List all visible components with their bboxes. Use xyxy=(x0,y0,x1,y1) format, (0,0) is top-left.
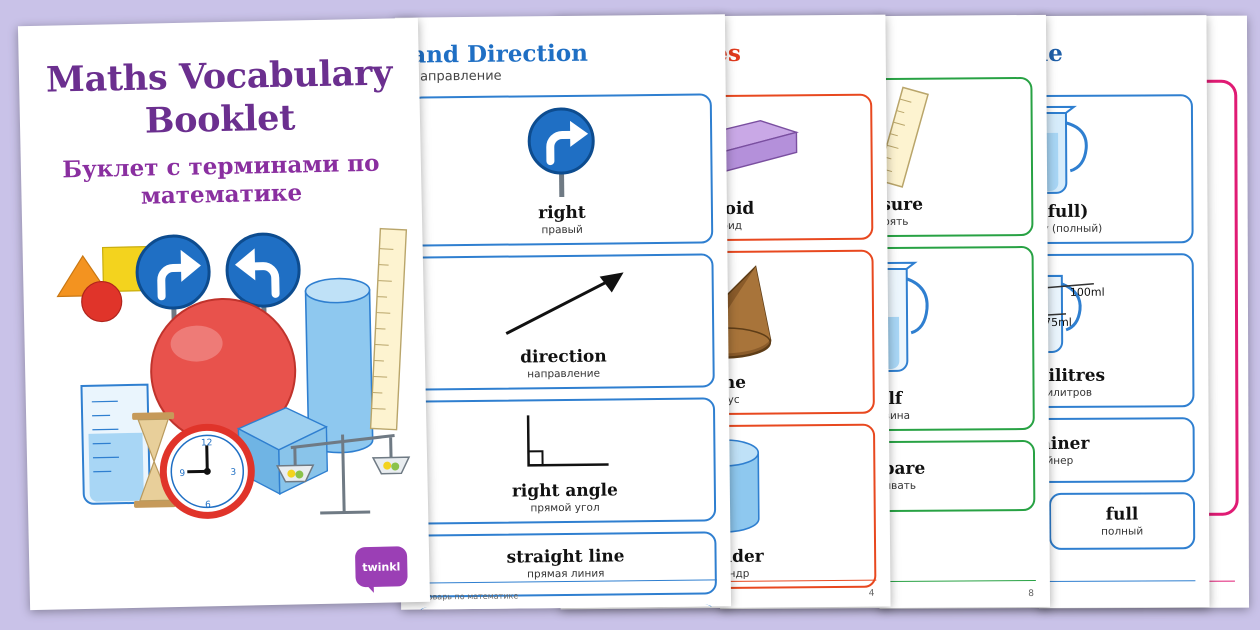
svg-text:12: 12 xyxy=(201,439,213,449)
cover-subtitle: Буклет с терминами по математике xyxy=(62,150,380,211)
arrow-diagonal-icon xyxy=(505,272,624,336)
term-card[interactable]: straight line прямая линия xyxy=(414,531,717,598)
term-label: right xyxy=(538,202,586,224)
booklet-cover[interactable]: Maths Vocabulary Booklet Буклет с термин… xyxy=(17,17,431,611)
term-translation: правый xyxy=(541,223,583,237)
svg-text:3: 3 xyxy=(230,468,236,478)
footer-note: Словарь по математике xyxy=(416,591,519,602)
page-number: 8 xyxy=(1028,588,1035,599)
cover-title: Maths Vocabulary Booklet xyxy=(45,52,393,142)
svg-text:100ml: 100ml xyxy=(1070,286,1105,299)
term-card[interactable]: full полный xyxy=(1048,492,1196,551)
term-label: right angle xyxy=(511,480,618,502)
term-card[interactable]: direction направление xyxy=(411,253,715,391)
cover-illustration: 12 3 6 9 xyxy=(22,219,429,557)
term-label: direction xyxy=(520,346,607,368)
right-angle-icon xyxy=(526,415,609,467)
svg-text:75ml: 75ml xyxy=(1044,316,1072,329)
svg-text:6: 6 xyxy=(205,501,211,511)
term-label: full xyxy=(1105,504,1139,525)
term-translation: направление xyxy=(527,367,601,381)
page-heading: and Direction xyxy=(411,39,589,69)
turn-right-road-sign-icon xyxy=(527,107,595,198)
booklet-page-direction[interactable]: and Direction направление right правый d… xyxy=(394,14,732,610)
page-number: 4 xyxy=(868,588,875,599)
twinkl-logo: twinkl xyxy=(354,546,408,588)
term-translation: прямой угол xyxy=(530,501,600,515)
term-card[interactable]: right angle прямой угол xyxy=(412,397,717,525)
term-card[interactable]: right правый xyxy=(409,93,714,247)
term-translation: полный xyxy=(1101,525,1144,538)
svg-text:9: 9 xyxy=(179,469,185,479)
term-label: straight line xyxy=(506,546,625,568)
term-card-list: right правый direction направление right… xyxy=(409,93,718,610)
maths-objects-illustration: 12 3 6 9 xyxy=(56,228,411,520)
